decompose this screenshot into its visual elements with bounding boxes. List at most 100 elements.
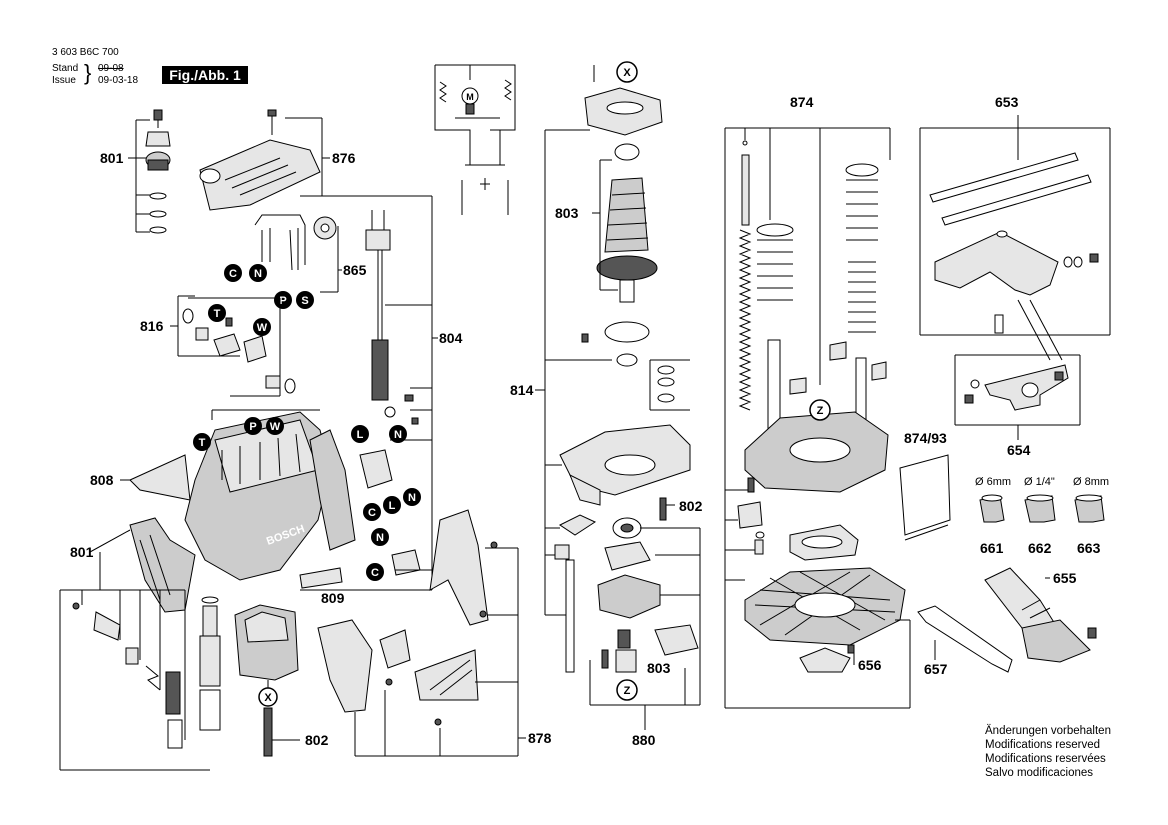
part-662: 662 [1028, 540, 1052, 556]
svg-text:C: C [371, 567, 379, 579]
handle-801 [59, 517, 210, 771]
callout-C1: C [224, 264, 242, 282]
callout-N2: N [389, 425, 407, 443]
callout-X2: X [616, 61, 638, 83]
svg-text:T: T [199, 437, 206, 449]
note-de: Änderungen vorbehalten [985, 725, 1111, 737]
svg-text:T: T [214, 308, 221, 320]
handle-878 [317, 509, 526, 757]
wiring-schematic [434, 64, 516, 215]
wrench-657 [917, 605, 1013, 673]
part-663: 663 [1077, 540, 1101, 556]
drawing-number: 3 603 B6C 700 [52, 47, 119, 58]
callout-N1: N [249, 264, 267, 282]
part-880: 880 [632, 732, 656, 748]
modification-notes: Änderungen vorbehalten Modifications res… [985, 724, 1111, 780]
svg-text:W: W [257, 322, 268, 334]
switch-816 [170, 295, 296, 397]
part-801-top: 801 [100, 150, 124, 166]
callout-Z1: Z [616, 679, 638, 701]
callout-X1: X [258, 687, 278, 707]
armature-803 [584, 65, 663, 303]
part-801-bottom: 801 [70, 544, 94, 560]
motor-symbol: M [466, 92, 474, 102]
part-809: 809 [321, 590, 345, 606]
svg-text:L: L [389, 500, 396, 512]
callout-N4: N [371, 528, 389, 546]
spindle-lock-880 [554, 497, 701, 730]
collet-size-661: Ø 6mm [975, 476, 1011, 488]
callout-W2: W [266, 417, 284, 435]
part-803-top: 803 [555, 205, 579, 221]
note-es: Salvo modificaciones [985, 767, 1094, 779]
svg-text:S: S [301, 295, 308, 307]
issue-date: 09-03-18 [98, 75, 139, 86]
collet-661 [979, 494, 1005, 523]
svg-text:N: N [394, 429, 402, 441]
power-cord-804 [300, 195, 438, 591]
part-657: 657 [924, 661, 948, 677]
collet-size-662: Ø 1/4" [1024, 476, 1055, 488]
figure-label: Fig./Abb. 1 [162, 66, 248, 84]
callout-L1: L [351, 425, 369, 443]
base-plate-874 [724, 127, 911, 709]
svg-text:P: P [249, 421, 256, 433]
svg-text:X: X [623, 67, 631, 79]
part-878: 878 [528, 730, 552, 746]
label-809 [299, 567, 343, 589]
callout-L2: L [383, 496, 401, 514]
part-803-bottom: 803 [647, 660, 671, 676]
plate-874-93 [899, 454, 951, 541]
part-656: 656 [858, 657, 882, 673]
wiring-865 [254, 214, 342, 293]
svg-text:C: C [229, 268, 237, 280]
stand-date: 09-08 [98, 63, 124, 74]
part-661: 661 [980, 540, 1004, 556]
collet-size-663: Ø 8mm [1073, 476, 1109, 488]
callout-T2: T [193, 433, 211, 451]
collet-662 [1024, 494, 1056, 523]
svg-text:N: N [408, 492, 416, 504]
callout-P2: P [244, 417, 262, 435]
svg-text:Z: Z [624, 685, 631, 697]
part-802-mid: 802 [679, 498, 703, 514]
housing-808 [120, 409, 356, 581]
part-876: 876 [332, 150, 356, 166]
part-874: 874 [790, 94, 814, 110]
collet-663 [1074, 494, 1105, 523]
parallel-guide-653-654 [919, 115, 1111, 440]
part-874-93: 874/93 [904, 430, 947, 446]
issue-label: Issue [52, 75, 76, 86]
callout-T1: T [208, 304, 226, 322]
callout-N3: N [403, 488, 421, 506]
part-804: 804 [439, 330, 463, 346]
svg-text:Z: Z [817, 405, 824, 417]
brace-glyph: } [84, 60, 92, 85]
svg-text:X: X [264, 692, 272, 704]
svg-text:P: P [279, 295, 286, 307]
dust-adapter-655 [984, 567, 1097, 663]
part-655: 655 [1053, 570, 1077, 586]
svg-text:L: L [357, 429, 364, 441]
svg-text:N: N [254, 268, 262, 280]
part-654: 654 [1007, 442, 1031, 458]
part-802-left: 802 [305, 732, 329, 748]
callout-S1: S [296, 291, 314, 309]
callout-P1: P [274, 291, 292, 309]
motor-cover-876 [199, 109, 330, 211]
part-814: 814 [510, 382, 534, 398]
plunger-spring [199, 596, 221, 731]
svg-text:N: N [376, 532, 384, 544]
part-865: 865 [343, 262, 367, 278]
stator [234, 604, 300, 757]
callout-Z2: Z [809, 399, 831, 421]
svg-text:W: W [270, 421, 281, 433]
part-816: 816 [140, 318, 164, 334]
note-fr: Modifications reservées [985, 753, 1106, 765]
part-653: 653 [995, 94, 1019, 110]
stand-label: Stand [52, 63, 79, 74]
callout-C3: C [366, 563, 384, 581]
note-en: Modifications reserved [985, 739, 1101, 751]
